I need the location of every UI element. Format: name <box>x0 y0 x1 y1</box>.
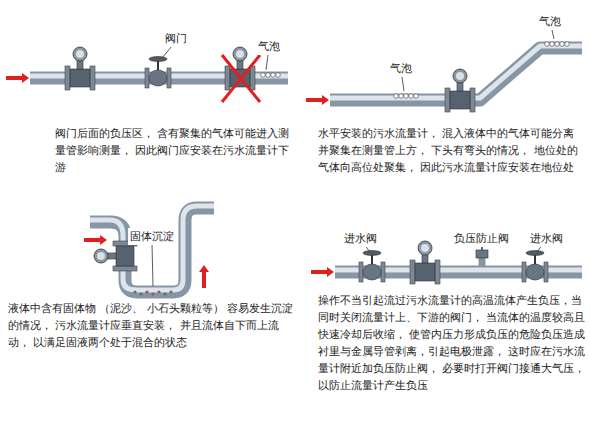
valve-label: 进水阀 <box>342 230 379 247</box>
note-text: 液体中含有固体物 （泥沙、 小石头颗粒等） 容易发生沉淀的情况， 污水流量计应垂… <box>8 300 294 351</box>
valve-label: 进水阀 <box>528 230 565 247</box>
flow-arrow <box>84 235 107 245</box>
valve <box>145 57 171 89</box>
flowmeter <box>445 69 475 112</box>
bubbles <box>394 42 570 99</box>
valve-label: 阀门 <box>163 30 189 47</box>
flow-arrow <box>306 95 329 105</box>
flow-arrow <box>311 267 334 277</box>
inlet-valve <box>359 251 385 283</box>
flowmeter <box>65 47 95 90</box>
note-text: 水平安装的污水流量计， 混入液体中的气体可能分离并聚集在测量管上方， 下头有弯头… <box>318 125 582 176</box>
leader-line <box>266 55 268 70</box>
part-label: 固体沉淀 <box>128 228 176 245</box>
bubble-label: 气泡 <box>256 38 282 55</box>
cross-mark <box>222 55 260 102</box>
bubbles <box>261 73 281 78</box>
inlet-valve <box>522 251 548 283</box>
pipe <box>90 206 214 292</box>
leader-line <box>152 243 153 286</box>
bubble-label: 气泡 <box>537 13 563 30</box>
flow-arrow <box>199 265 209 288</box>
bubble-label: 气泡 <box>388 60 414 77</box>
leader-line <box>162 46 172 58</box>
leader-line <box>552 30 554 39</box>
flowmeter <box>410 241 440 284</box>
flow-arrow <box>6 73 29 83</box>
leader-line <box>402 77 404 91</box>
valve-label: 负压防止阀 <box>452 230 511 247</box>
note-text: 阀门后面的负压区， 含有聚集的气体可能进入测量管影响测量， 因此阀门应安装在污水… <box>55 125 290 176</box>
note-text: 操作不当引起流过污水流量计的高温流体产生负压，当同时关闭流量计上、下游的阀门， … <box>318 292 586 394</box>
flowmeter <box>94 241 137 271</box>
sediment <box>133 290 172 295</box>
